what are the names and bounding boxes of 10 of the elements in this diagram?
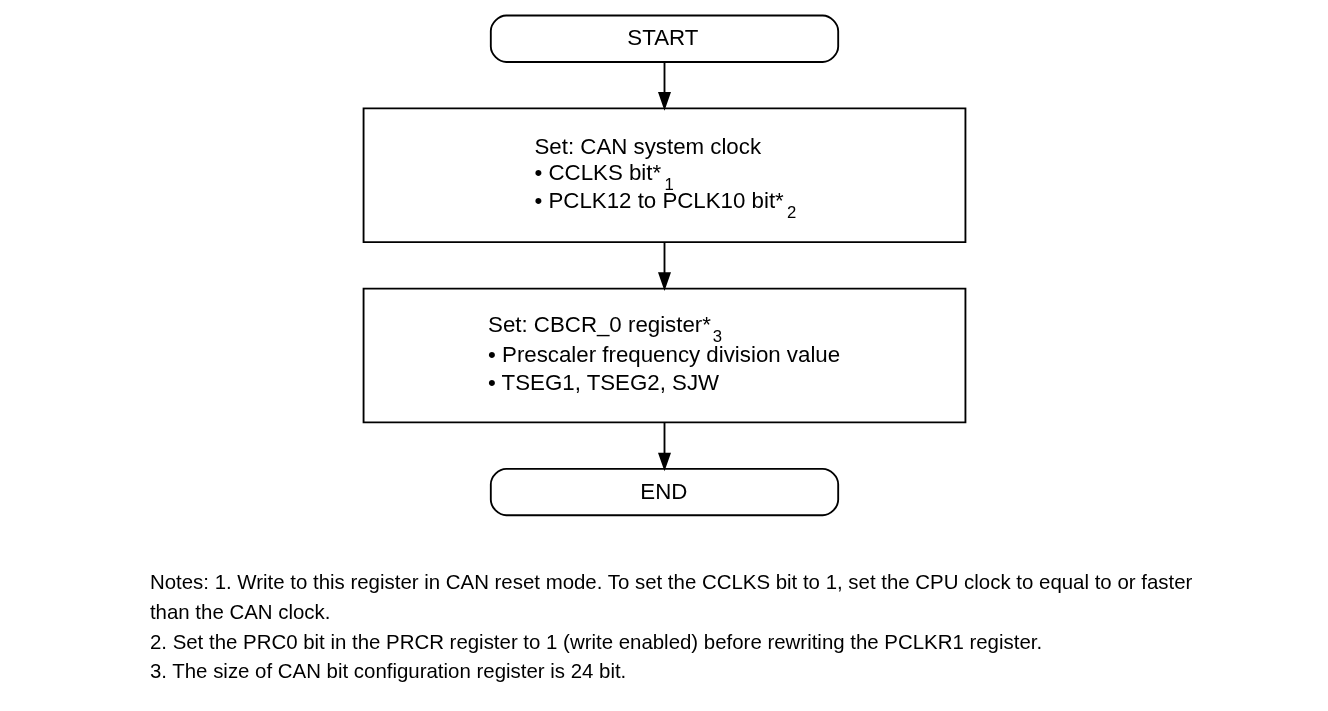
arrow — [657, 422, 671, 472]
label: 3. The size of CAN bit configuration register is 24 bit. — [149, 660, 626, 683]
node-box: END — [489, 467, 839, 517]
label: Notes: 1. Write to this register in CAN reset mode. To set the CCLKS bit to 1, set the CPU clock to equal to or faster than the CAN clock. — [149, 571, 1192, 623]
label: 2. Set the PRC0 bit in the PRCR register to 1 (write enabled) before rewriting the PCLKR1 register. — [149, 630, 1042, 653]
arrow — [657, 61, 671, 111]
arrow — [657, 241, 671, 291]
node-box: Set: CAN system clock • CCLKS bit*$_{1}$ • PCLK12 to PCLK10 bit*$_{2}$ — [362, 107, 966, 244]
node-box: START — [489, 14, 839, 63]
node-box: Set: CBCR_0 register*$_{3}$ • Prescaler frequency division value • TSEG1, TSEG2, SJW — [362, 287, 966, 424]
